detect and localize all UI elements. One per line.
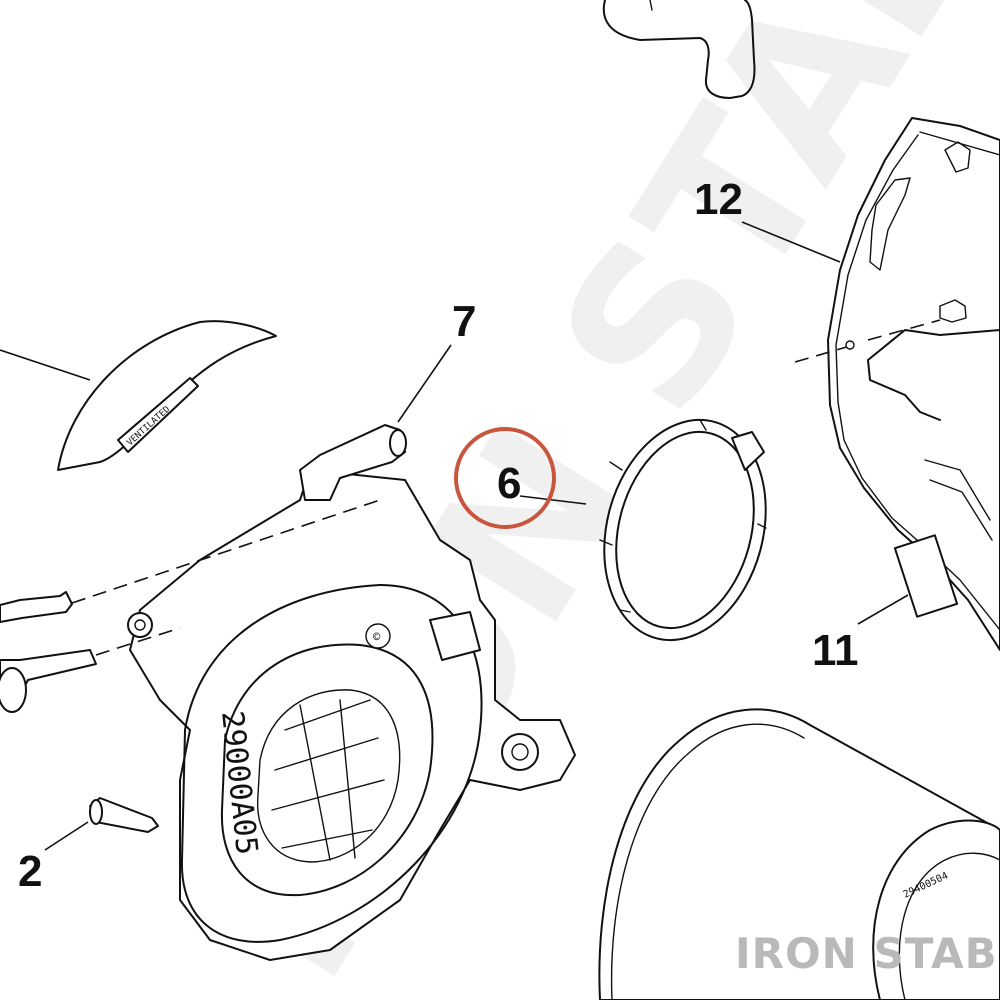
callout-11: 11: [812, 626, 859, 675]
callout-6: 6: [497, 459, 521, 508]
filter-decal: VENTILATED: [57, 320, 277, 471]
air-filter-element: 29400504: [598, 708, 1000, 1000]
brand-watermark: IRON STABLE: [735, 929, 1000, 978]
breather-fitting: [299, 424, 407, 501]
sealing-ring: [599, 418, 767, 642]
backplate-bracket: [794, 117, 1000, 651]
callout-12: 12: [694, 175, 743, 224]
air-cleaner-backplate: © 29000A05: [127, 469, 576, 961]
callout-2: 2: [18, 847, 42, 896]
breather-hose: [602, 0, 756, 99]
mounting-bolts: [0, 499, 381, 833]
leader-lines: [0, 221, 909, 851]
callout-7: 7: [452, 297, 476, 346]
highlight-circle: [454, 427, 556, 529]
svg-text:©: ©: [373, 630, 381, 644]
